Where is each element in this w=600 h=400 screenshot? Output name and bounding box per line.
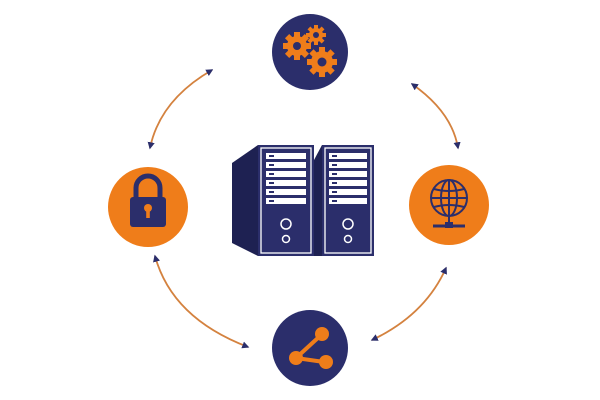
server-left-power-button <box>280 218 292 230</box>
server-left-side <box>232 145 258 256</box>
node-share <box>272 310 348 386</box>
gears-icon <box>283 25 337 77</box>
connector-settings-security <box>147 69 214 150</box>
share-icon <box>289 327 333 369</box>
node-settings-circle <box>272 14 348 90</box>
connector-security-share <box>153 254 250 349</box>
node-security <box>108 167 188 247</box>
node-share-circle <box>272 310 348 386</box>
server-left-drive-bays <box>266 153 306 204</box>
node-network <box>409 165 489 245</box>
node-settings <box>272 14 348 90</box>
server-right-power-button <box>342 218 354 230</box>
server-right-led <box>343 234 353 244</box>
padlock-icon <box>130 173 166 227</box>
server-rack-icon <box>232 145 374 256</box>
globe-network-icon <box>430 179 468 228</box>
connector-network-share <box>370 266 447 341</box>
connectors <box>147 69 461 349</box>
server-left-led <box>281 234 291 244</box>
server-right-side <box>314 145 322 256</box>
connector-settings-network <box>410 83 461 150</box>
server-right-drive-bays <box>329 153 367 204</box>
